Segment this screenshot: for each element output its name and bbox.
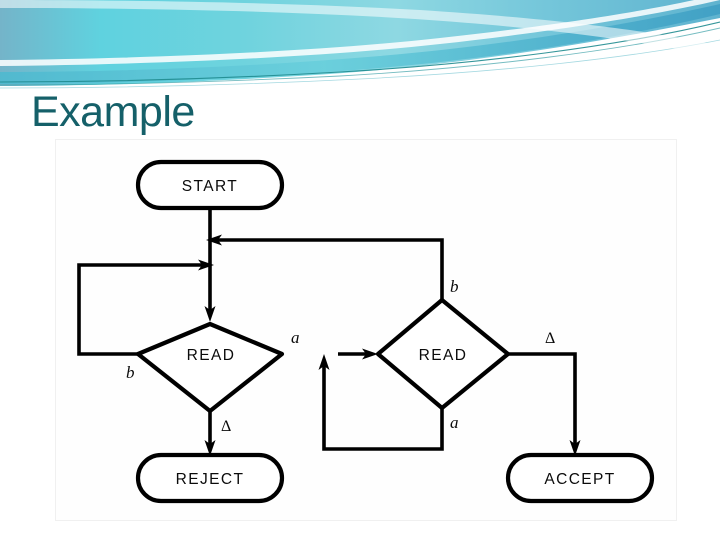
page-title: Example [31, 88, 195, 136]
edge-read2-b-feedback [206, 234, 444, 300]
edge-label-read2-b: b [450, 277, 459, 296]
node-read2: READ [375, 297, 511, 411]
node-read1-label: READ [187, 347, 236, 364]
edge-read1-a-to-read2 [338, 348, 378, 360]
header-wave-graphic [0, 0, 720, 92]
edge-label-read2-delta: Δ [545, 330, 555, 347]
edge-read2-delta-to-accept [508, 352, 581, 456]
edge-label-read1-b: b [126, 363, 135, 382]
node-read2-label: READ [419, 347, 468, 364]
edge-start-to-read1 [204, 208, 216, 322]
edge-label-read1-a: a [291, 328, 300, 347]
node-reject: REJECT [135, 452, 285, 504]
edge-read2-a-loop [318, 354, 444, 451]
slide-header-decoration [0, 0, 720, 92]
node-read1: READ [135, 321, 285, 414]
node-start: START [135, 159, 285, 211]
flowchart-svg: START READ READ REJECT ACCEPT b a Δ [77, 159, 655, 504]
node-accept-label: ACCEPT [544, 471, 615, 488]
edge-read1-delta-to-reject [204, 411, 216, 456]
flowchart-figure: START READ READ REJECT ACCEPT b a Δ [56, 140, 676, 520]
node-reject-label: REJECT [176, 471, 245, 488]
node-start-label: START [182, 178, 238, 195]
edge-label-read2-a: a [450, 413, 459, 432]
edge-label-read1-delta: Δ [221, 418, 231, 435]
node-accept: ACCEPT [505, 452, 655, 504]
